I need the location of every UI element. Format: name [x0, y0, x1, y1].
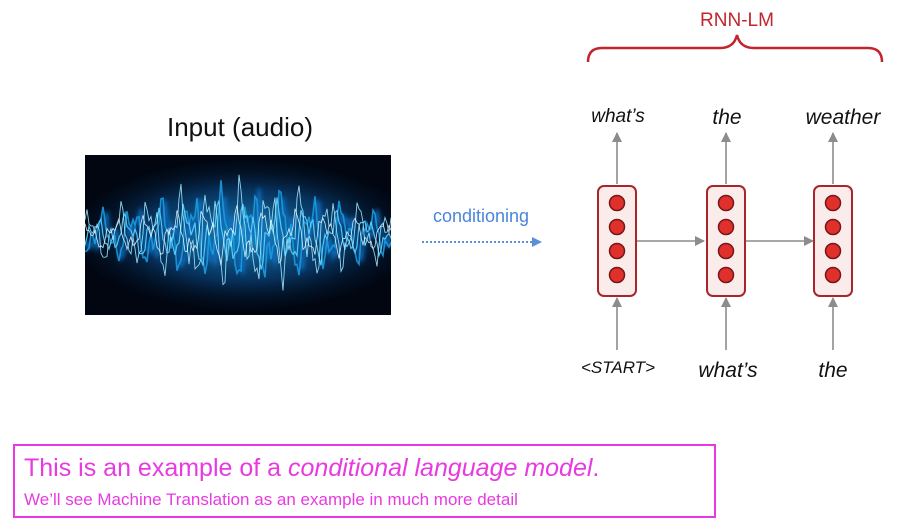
rnn-cell-2	[706, 185, 746, 297]
output-word-3: weather	[806, 106, 882, 129]
rnn-lm-brace	[586, 34, 884, 63]
neuron	[608, 218, 626, 236]
conditioning-label: conditioning	[433, 206, 529, 226]
neuron	[824, 266, 842, 284]
neuron	[608, 266, 626, 284]
callout-emphasis: conditional language model	[288, 454, 593, 482]
output-word-1: what’s	[591, 106, 645, 127]
audio-waveform-image	[85, 155, 391, 315]
neuron	[824, 242, 842, 260]
waveform-trace	[85, 197, 391, 270]
neuron	[717, 218, 735, 236]
waveform-trace	[85, 205, 391, 266]
neuron	[608, 194, 626, 212]
callout-line-1: This is an example of a conditional lang…	[24, 454, 599, 483]
input-word-3: the	[818, 359, 847, 382]
rnn-cell-1	[597, 185, 637, 297]
input-word-2: what’s	[698, 359, 758, 382]
neuron	[824, 218, 842, 236]
input-word-1: <START>	[581, 358, 655, 377]
neuron	[717, 194, 735, 212]
callout-line1-suffix: .	[592, 454, 600, 482]
output-word-2: the	[712, 106, 741, 129]
rnn-cell-3	[813, 185, 853, 297]
input-audio-title: Input (audio)	[167, 112, 313, 142]
neuron	[717, 266, 735, 284]
callout-line-2: We’ll see Machine Translation as an exam…	[24, 490, 518, 509]
callout-line1-prefix: This is an example of a	[24, 454, 289, 482]
waveform-trace	[85, 174, 391, 291]
callout-box: This is an example of a conditional lang…	[13, 444, 716, 518]
waveform-trace	[85, 180, 391, 278]
rnn-lm-label: RNN-LM	[700, 10, 774, 31]
neuron	[824, 194, 842, 212]
neuron	[717, 242, 735, 260]
neuron	[608, 242, 626, 260]
